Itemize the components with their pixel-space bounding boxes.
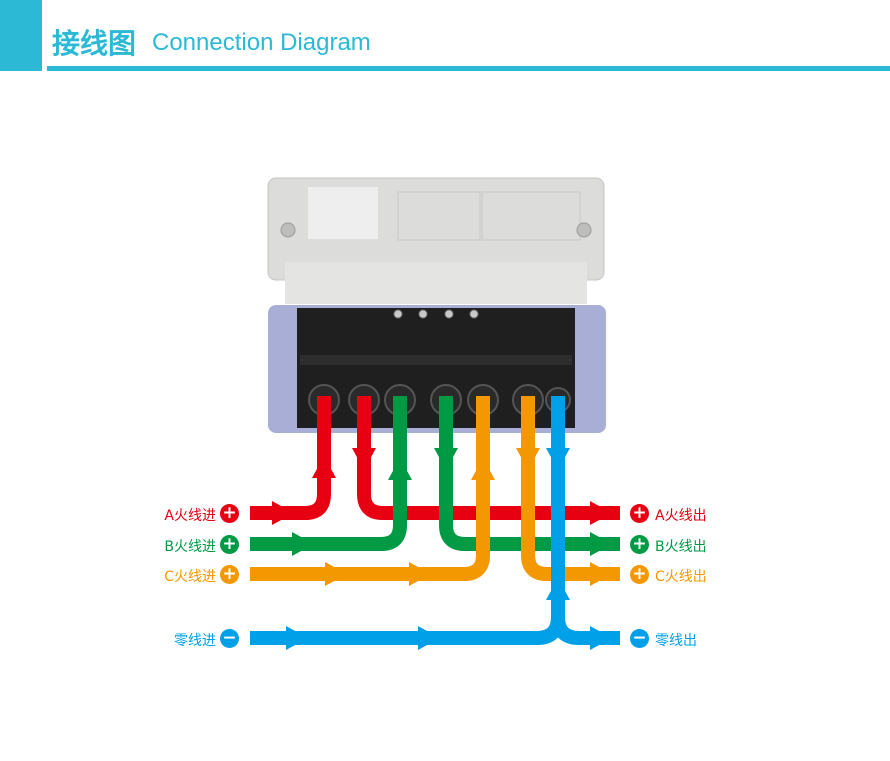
phase-a-out-wire bbox=[357, 396, 620, 520]
label-phase-a-in: A火线进 bbox=[164, 508, 216, 524]
header-underline bbox=[47, 66, 890, 71]
phase-c-out-wire bbox=[521, 396, 620, 581]
minus-icon: − bbox=[630, 629, 649, 648]
plus-icon: + bbox=[630, 535, 649, 554]
page-title-en: Connection Diagram bbox=[152, 29, 371, 56]
phase-a-in-wire bbox=[250, 396, 331, 520]
label-phase-c-in: C火线进 bbox=[164, 569, 216, 585]
minus-icon: − bbox=[220, 629, 239, 648]
meter-illustration bbox=[267, 177, 606, 433]
phase-b-in-wire bbox=[250, 396, 407, 551]
flow-arrows bbox=[272, 448, 612, 650]
label-phase-a-out: A火线出 bbox=[655, 508, 707, 524]
plus-icon: + bbox=[630, 565, 649, 584]
neutral-out-wire bbox=[551, 616, 620, 645]
page-title-cn: 接线图 bbox=[52, 27, 137, 60]
label-neutral-in: 零线进 bbox=[174, 633, 216, 649]
label-phase-b-in: B火线进 bbox=[164, 539, 216, 555]
phase-c-in-wire bbox=[250, 396, 490, 581]
label-phase-c-out: C火线出 bbox=[655, 569, 707, 585]
plus-icon: + bbox=[630, 504, 649, 523]
label-phase-b-out: B火线出 bbox=[655, 539, 707, 555]
phase-b-out-wire bbox=[439, 396, 620, 551]
header-accent-block bbox=[0, 0, 42, 71]
plus-icon: + bbox=[220, 504, 239, 523]
plus-icon: + bbox=[220, 565, 239, 584]
label-neutral-out: 零线出 bbox=[655, 633, 697, 649]
plus-icon: + bbox=[220, 535, 239, 554]
